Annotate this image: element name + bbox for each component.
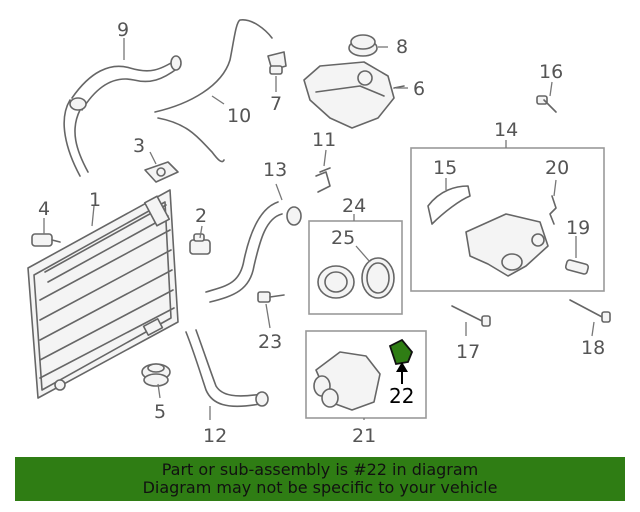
- callout-21: 21: [352, 425, 376, 447]
- callout-18: 18: [581, 337, 605, 359]
- callout-20: 20: [545, 157, 569, 179]
- callout-10: 10: [227, 105, 251, 127]
- callout-15: 15: [433, 157, 457, 179]
- stud-18-part: [569, 299, 611, 323]
- clip-20-part: [549, 195, 557, 225]
- stud-17-part: [451, 305, 491, 327]
- callout-5: 5: [154, 401, 166, 423]
- sensor-19-part: [564, 259, 590, 275]
- fitting-part: [267, 51, 287, 75]
- callout-7: 7: [270, 93, 282, 115]
- bolt-23-part: [257, 291, 285, 303]
- callout-14: 14: [494, 119, 518, 141]
- parts-diagram: 1 2 3 4 5 6 7 8 9 10 11 12 13 14 15 16 1…: [27, 19, 611, 447]
- callout-1: 1: [89, 189, 101, 211]
- callout-2: 2: [195, 205, 207, 227]
- callout-13: 13: [263, 159, 287, 181]
- seal-25-part: [361, 257, 395, 299]
- outlet-21-part: [313, 351, 381, 411]
- banner-line-1: Part or sub-assembly is #22 in diagram: [161, 460, 479, 479]
- callout-19: 19: [566, 217, 590, 239]
- callout-4: 4: [38, 198, 50, 220]
- callout-23: 23: [258, 331, 282, 353]
- assembly-21-box: [305, 330, 427, 419]
- assembly-14-box: [410, 147, 605, 292]
- housing-14-part: [465, 213, 549, 277]
- callout-25: 25: [331, 227, 355, 249]
- info-banner: Part or sub-assembly is #22 in diagram D…: [15, 457, 625, 501]
- callout-8: 8: [396, 36, 408, 58]
- hose-13-part: [205, 201, 302, 303]
- callout-17: 17: [456, 341, 480, 363]
- tube-10-part: [154, 19, 273, 163]
- bracket-part: [144, 161, 179, 183]
- callout-22-arrowhead: [396, 362, 408, 372]
- callout-6: 6: [413, 78, 425, 100]
- sensor-part: [31, 233, 61, 247]
- banner-line-2: Diagram may not be specific to your vehi…: [142, 478, 498, 497]
- cap-part: [348, 34, 378, 57]
- callout-12: 12: [203, 425, 227, 447]
- gasket-22-highlighted-part: [388, 338, 414, 366]
- thermostat-part: [317, 265, 355, 299]
- gasket-15-part: [427, 185, 471, 225]
- assembly-24-box: [308, 220, 403, 315]
- callout-24: 24: [342, 195, 366, 217]
- mount-part: [141, 363, 171, 387]
- callout-3: 3: [133, 135, 145, 157]
- hose-11-part: [315, 167, 331, 193]
- callout-11: 11: [312, 129, 336, 151]
- clip-part: [189, 233, 211, 255]
- reservoir-part: [303, 61, 405, 129]
- callout-22: 22: [389, 384, 414, 408]
- callout-9: 9: [117, 19, 129, 41]
- hose-9-part: [63, 55, 182, 177]
- leader-lines: [43, 38, 595, 420]
- callout-16: 16: [539, 61, 563, 83]
- bolt-16-part: [536, 95, 557, 113]
- hose-12-part: [185, 329, 269, 408]
- radiator-part: [27, 189, 179, 399]
